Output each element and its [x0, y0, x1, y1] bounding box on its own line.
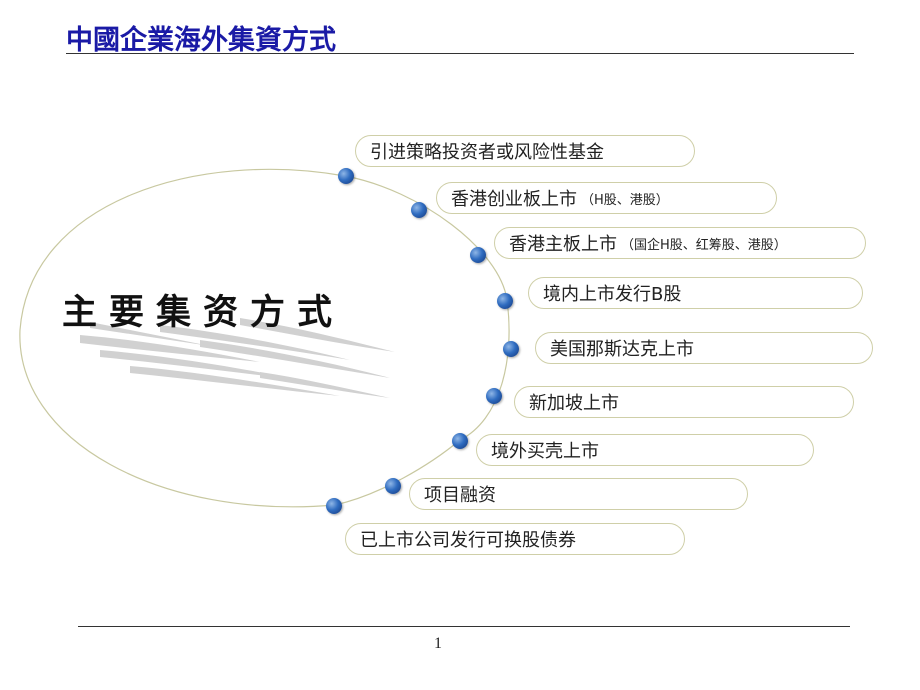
bullet-dot-8: [385, 478, 401, 494]
bullet-dot-6: [486, 388, 502, 404]
center-label: 主要集资方式: [62, 292, 345, 333]
method-item-4: 境内上市发行B股: [528, 277, 863, 309]
ellipse-outline: [19, 168, 346, 508]
bullet-dot-2: [411, 202, 427, 218]
method-label: 境内上市发行B股: [543, 284, 682, 305]
method-label: 境外买壳上市: [491, 441, 599, 462]
slide-title: 中國企業海外集資方式: [66, 25, 336, 56]
method-note: （H股、港股）: [581, 192, 669, 208]
bullet-dot-3: [470, 247, 486, 263]
method-item-5: 美国那斯达克上市: [535, 332, 873, 364]
method-item-2: 香港创业板上市 （H股、港股）: [436, 182, 777, 214]
method-item-7: 境外买壳上市: [476, 434, 814, 466]
method-item-1: 引进策略投资者或风险性基金: [355, 135, 695, 167]
bullet-dot-9: [326, 498, 342, 514]
bullet-dot-5: [503, 341, 519, 357]
page-number: 1: [434, 635, 442, 652]
method-label: 香港创业板上市: [451, 189, 577, 210]
footer-rule: [78, 626, 850, 627]
bullet-dot-7: [452, 433, 468, 449]
method-label: 新加坡上市: [529, 393, 619, 414]
bullet-dot-4: [497, 293, 513, 309]
method-label: 引进策略投资者或风险性基金: [370, 142, 604, 163]
method-label: 香港主板上市: [509, 234, 617, 255]
method-item-8: 项目融资: [409, 478, 748, 510]
connector-arc: [334, 175, 510, 506]
title-underline: [66, 53, 854, 54]
method-label: 已上市公司发行可换股债券: [360, 530, 576, 551]
brush-decoration: [80, 318, 395, 398]
method-note: （国企H股、红筹股、港股）: [621, 237, 787, 253]
method-label: 项目融资: [424, 485, 496, 506]
method-item-6: 新加坡上市: [514, 386, 854, 418]
method-label: 美国那斯达克上市: [550, 339, 694, 360]
method-item-9: 已上市公司发行可换股债券: [345, 523, 685, 555]
method-item-3: 香港主板上市 （国企H股、红筹股、港股）: [494, 227, 866, 259]
bullet-dot-1: [338, 168, 354, 184]
